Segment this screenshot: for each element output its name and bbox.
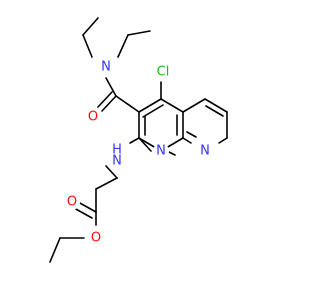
label-background (88, 230, 104, 246)
bond (101, 95, 117, 112)
ester-ether-oxygen-label: O (91, 231, 101, 246)
label-background (110, 153, 124, 167)
atom-label-layer: N O Cl H N N N O O (64, 59, 213, 246)
bond (182, 137, 192, 144)
label-background (85, 109, 101, 125)
bond (204, 98, 228, 113)
bond-layer (49, 17, 228, 263)
label-background (151, 64, 173, 80)
bond (129, 137, 140, 144)
bond (182, 98, 206, 113)
bond (73, 207, 93, 219)
label-background (197, 143, 213, 159)
label-background (64, 194, 80, 210)
bond (160, 98, 184, 113)
bond (49, 237, 61, 263)
amide-nitrogen-label: N (101, 60, 111, 75)
bond (105, 77, 117, 97)
bond (105, 165, 118, 179)
label-background (98, 59, 114, 75)
amine-hydrogen-label: H (112, 143, 122, 158)
bond (117, 34, 129, 58)
bond (186, 131, 197, 138)
bond (142, 104, 164, 118)
bond (127, 30, 151, 36)
label-background (110, 143, 124, 157)
bond (95, 177, 118, 190)
molecule-canvas: N O Cl H N N N O O (49, 17, 228, 263)
bond (115, 95, 140, 113)
ester-carbonyl-oxygen-label: O (67, 195, 77, 210)
amine-nitrogen-label: N (112, 154, 122, 169)
ring-nitrogen-2-label: N (200, 144, 210, 159)
bond (82, 17, 99, 36)
label-background (153, 143, 169, 159)
structure-diagram: N O Cl H N N N O O (49, 17, 228, 263)
bond (77, 201, 97, 213)
amide-oxygen-label: O (88, 110, 98, 125)
chlorine-label: Cl (157, 65, 170, 80)
ring-nitrogen-1-label: N (156, 144, 166, 159)
bond (218, 137, 228, 144)
bond (138, 98, 162, 113)
bond (82, 34, 93, 58)
bond (138, 137, 152, 152)
bond (97, 91, 113, 108)
bond (205, 105, 224, 117)
